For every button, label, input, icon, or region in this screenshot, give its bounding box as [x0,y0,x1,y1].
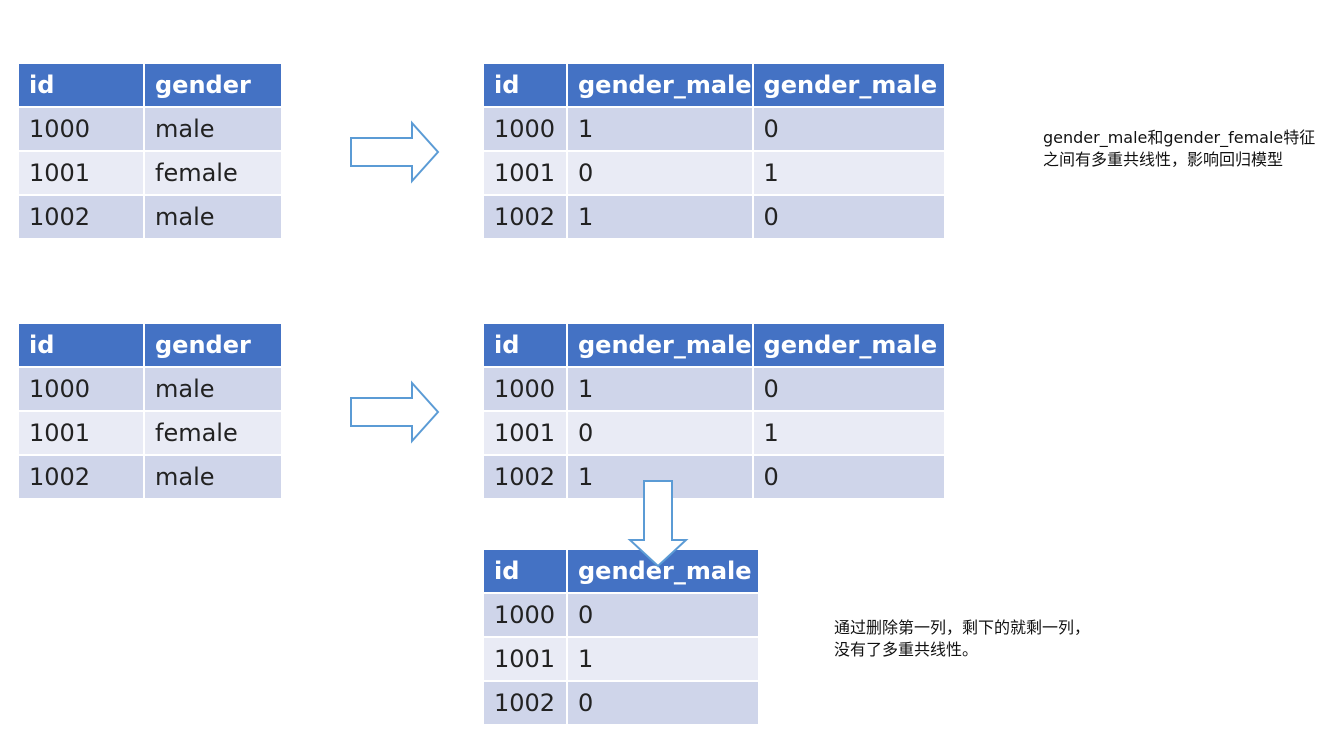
down-arrow-icon [627,480,689,568]
note-line: gender_male和gender_female特征 [1043,128,1316,147]
cell: 0 [568,594,758,636]
header-cell: gender [145,324,281,366]
cell: 0 [568,152,752,194]
header-cell: gender_male [753,324,944,366]
cell: 1000 [484,368,566,410]
cell: 0 [753,108,944,150]
cell: 1002 [484,682,566,724]
cell: female [145,412,281,454]
header-cell: id [19,324,143,366]
header-cell: id [484,64,566,106]
cell: 1000 [484,108,566,150]
cell: 1000 [19,368,143,410]
cell: male [145,456,281,498]
note-line: 通过删除第一列，剩下的就剩一列， [834,618,1091,637]
cell: 1002 [484,456,566,498]
cell: 1 [568,368,752,410]
cell: 1002 [19,456,143,498]
cell: 1 [753,152,944,194]
header-cell: gender_male [753,64,944,106]
cell: 1 [568,108,752,150]
cell: 1001 [19,412,143,454]
right-arrow-icon [350,120,440,184]
cell: 0 [568,682,758,724]
cell: 1002 [484,196,566,238]
cell: female [145,152,281,194]
right-arrow-icon [350,380,440,444]
cell: 1002 [19,196,143,238]
cell: 0 [753,368,944,410]
header-cell: id [19,64,143,106]
header-cell: id [484,550,566,592]
cell: 1000 [484,594,566,636]
cell: 1001 [484,638,566,680]
cell: male [145,108,281,150]
note-line: 之间有多重共线性，影响回归模型 [1043,150,1284,169]
cell: male [145,368,281,410]
cell: 1 [568,638,758,680]
cell: 0 [753,196,944,238]
cell: male [145,196,281,238]
note-multicollinearity: gender_male和gender_female特征 之间有多重共线性，影响回… [1043,127,1315,171]
header-cell: gender_male [568,64,752,106]
header-cell: gender_male [568,324,752,366]
cell: 1001 [484,412,566,454]
cell: 1001 [19,152,143,194]
cell: 0 [753,456,944,498]
cell: 1000 [19,108,143,150]
cell: 1 [568,196,752,238]
note-line: 没有了多重共线性。 [834,640,979,659]
header-cell: gender [145,64,281,106]
cell: 1 [753,412,944,454]
header-cell: id [484,324,566,366]
note-drop-column: 通过删除第一列，剩下的就剩一列， 没有了多重共线性。 [834,617,1090,661]
cell: 1001 [484,152,566,194]
cell: 0 [568,412,752,454]
